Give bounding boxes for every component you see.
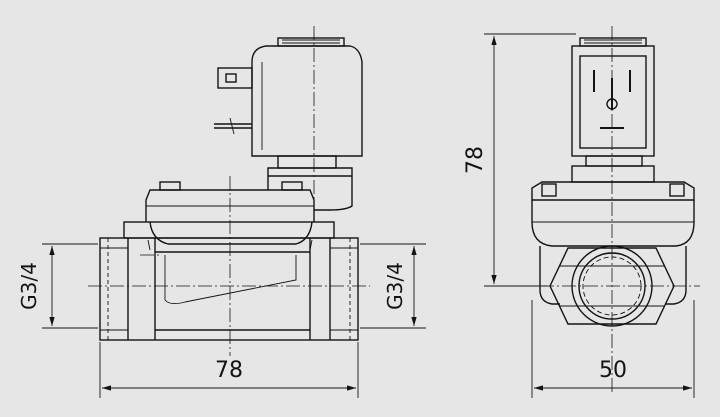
armature-tube-front: [267, 155, 353, 211]
front-dimensions: G3/4 G3/4 78: [17, 243, 426, 398]
valve-body-front: [99, 237, 359, 341]
coil-front: [214, 37, 363, 157]
side-view: [531, 26, 700, 392]
front-view: [88, 26, 370, 356]
front-port-left-label: G3/4: [17, 262, 41, 310]
side-height-label: 78: [463, 146, 488, 174]
side-dimensions: 78 50: [463, 33, 695, 398]
side-width-label: 50: [599, 358, 627, 383]
armature-tube-side: [571, 155, 655, 183]
valve-body-side: [531, 181, 695, 327]
front-width-label: 78: [215, 358, 243, 383]
coil-side: [571, 37, 655, 157]
front-port-right-label: G3/4: [383, 262, 407, 310]
